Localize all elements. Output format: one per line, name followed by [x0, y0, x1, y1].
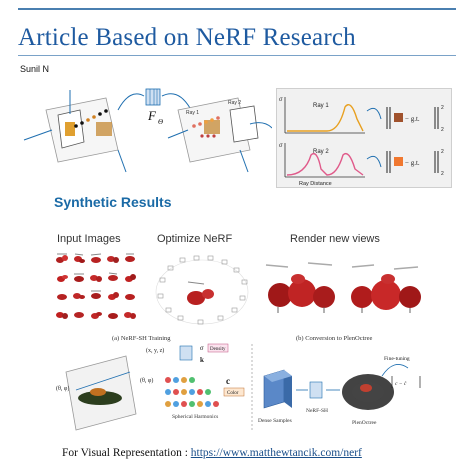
input-thumbnail: [123, 250, 138, 267]
svg-text:c − ĉ: c − ĉ: [395, 381, 407, 387]
input-thumbnail: [106, 269, 121, 286]
loss-term-2: − g.t. 2 2: [386, 149, 444, 177]
dense-samples-cube: Dense Samples: [258, 369, 292, 424]
svg-text:k: k: [200, 356, 204, 364]
plenoctree-diagram: (a) NeRF-SH Training (b) Conversion to P…: [56, 335, 421, 432]
input-thumbnail: [106, 287, 121, 304]
swatch-2: [394, 157, 403, 166]
fine-tuning-loop: Fine-tuning c − ĉ: [381, 356, 421, 388]
svg-text:PlenOctree: PlenOctree: [352, 420, 377, 426]
input-thumbnail: [71, 306, 86, 323]
caption-conversion: (b) Conversion to PlenOctree: [296, 335, 372, 342]
optimize-nerf-label: Optimize NeRF: [157, 233, 233, 245]
right-ray-samples: Ray 1 Ray 2: [186, 100, 241, 138]
ray1-small-label: Ray 1: [186, 110, 199, 116]
input-thumbnail: [106, 250, 121, 267]
svg-text:Dense Samples: Dense Samples: [258, 418, 292, 424]
footer-label: For Visual Representation :: [62, 447, 191, 459]
svg-text:NeRF-SH: NeRF-SH: [306, 408, 328, 414]
input-images-label: Input Images: [57, 233, 121, 245]
left-ray-samples: [74, 109, 108, 128]
input-thumbnail: [123, 287, 138, 304]
author-name: Sunil N: [20, 64, 50, 74]
input-thumbnail: [71, 269, 86, 286]
nerf-sh-block: NeRF-SH: [306, 381, 328, 414]
page-title: Article Based on NeRF Research: [18, 24, 356, 51]
nerf-pipeline-diagram: F Θ Ray 1 Ray 2: [23, 88, 272, 173]
footer: For Visual Representation : https://www.…: [62, 447, 362, 459]
svg-text:2: 2: [441, 149, 444, 155]
svg-text:2: 2: [441, 171, 444, 177]
sh-coefficient-row: [165, 377, 219, 407]
input-thumbnail: [54, 250, 69, 267]
input-thumbnail: [88, 250, 103, 267]
input-thumbnail: [54, 287, 69, 304]
loss-term-1: − g.t. 2 2: [386, 105, 444, 133]
nerf-project-link[interactable]: https://www.matthewtancik.com/nerf: [190, 447, 362, 459]
svg-text:(θ, φ): (θ, φ): [56, 385, 69, 392]
input-thumbnail: [88, 306, 103, 323]
svg-text:Fine-tuning: Fine-tuning: [384, 356, 410, 362]
input-thumbnail: [88, 287, 103, 304]
ray2-label: Ray 2: [313, 149, 329, 155]
drum-kit-view-2: [351, 264, 421, 313]
input-thumbnail: [54, 269, 69, 286]
top-rule: [18, 8, 456, 10]
ray2-density-plot: σ Ray 2 Ray Distance: [279, 143, 365, 187]
svg-text:σ: σ: [279, 143, 283, 149]
svg-text:(θ, φ): (θ, φ): [140, 377, 153, 384]
swatch-1: [394, 113, 403, 122]
title-rule: [18, 55, 456, 56]
input-thumbnail: [106, 306, 121, 323]
loss-panel: σ Ray 1 σ Ray 2 Ray Distance − g.t. 2 2: [276, 88, 452, 188]
svg-text:Density: Density: [210, 347, 226, 352]
f-theta-label: F: [147, 108, 157, 123]
svg-text:c: c: [226, 376, 230, 386]
svg-text:2: 2: [441, 127, 444, 133]
caption-nerf-sh-training: (a) NeRF-SH Training: [112, 335, 171, 342]
ray1-label: Ray 1: [313, 103, 329, 109]
plenoctree-cloud: PlenOctree: [342, 374, 394, 426]
svg-text:σ: σ: [200, 344, 204, 352]
input-image-grid: [54, 250, 138, 322]
ray2-small-label: Ray 2: [228, 100, 241, 106]
input-thumbnail: [88, 269, 103, 286]
right-scene-box: [167, 97, 259, 173]
mlp-block: F Θ: [117, 88, 191, 126]
render-views-label: Render new views: [290, 233, 380, 245]
svg-text:Spherical Harmonics: Spherical Harmonics: [172, 414, 218, 420]
input-thumbnail: [71, 250, 86, 267]
input-thumbnail: [71, 287, 86, 304]
ray-distance-label: Ray Distance: [299, 181, 332, 187]
svg-text:(x, y, z): (x, y, z): [146, 347, 164, 354]
nerf-sh-network: (x, y, z) σ Density k (θ, φ) Spherical H…: [140, 343, 245, 420]
input-thumbnail: [54, 306, 69, 323]
training-scene-box: (θ, φ): [56, 355, 137, 431]
input-thumbnail: [123, 306, 138, 323]
svg-text:σ: σ: [279, 97, 283, 103]
optimize-nerf-illustration: [155, 255, 249, 325]
svg-text:− g.t.: − g.t.: [405, 115, 420, 123]
input-thumbnail: [123, 269, 138, 286]
svg-text:2: 2: [441, 105, 444, 111]
svg-text:Color: Color: [227, 391, 239, 396]
left-scene-box: [23, 90, 127, 173]
ray1-density-plot: σ Ray 1: [279, 97, 365, 134]
f-theta-sub: Θ: [158, 118, 163, 126]
drum-kit-view-1: [265, 262, 335, 313]
svg-text:− g.t.: − g.t.: [405, 159, 420, 167]
rendered-drum-kits: [265, 262, 421, 313]
section-heading: Synthetic Results: [54, 194, 172, 210]
